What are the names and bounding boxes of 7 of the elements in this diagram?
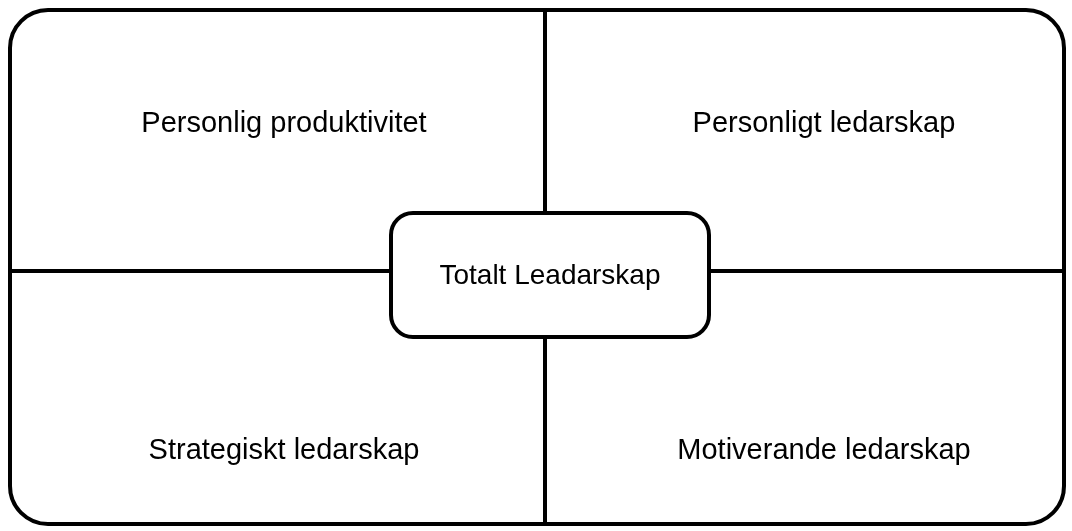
outer-frame bbox=[8, 8, 1066, 526]
quadrant-label: Motiverande ledarskap bbox=[677, 432, 971, 466]
center-box bbox=[389, 211, 711, 339]
quadrant-label: Personlig produktivitet bbox=[141, 105, 427, 139]
quadrant-label: Strategiskt ledarskap bbox=[148, 432, 420, 466]
quadrant-label: Personligt ledarskap bbox=[692, 105, 956, 139]
center-label: Totalt Leadarskap bbox=[439, 259, 661, 291]
